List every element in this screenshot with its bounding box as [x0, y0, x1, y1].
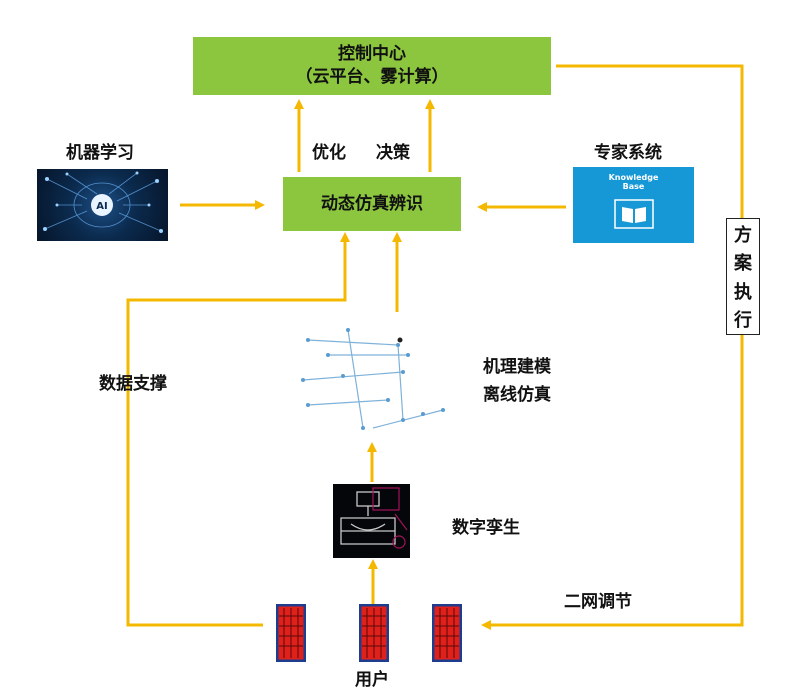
optimize-label: 优化 — [312, 143, 346, 163]
building-icon — [432, 604, 462, 662]
control-center-box: 控制中心 （云平台、雾计算） — [193, 37, 551, 95]
mechanism-modeling-label: 机理建模 — [483, 357, 551, 377]
book-icon — [613, 199, 654, 229]
digital-twin-image — [333, 484, 410, 558]
control-center-title: 控制中心 — [338, 44, 406, 65]
exec-char-1: 方 — [734, 225, 752, 247]
machine-learning-image: AI — [37, 169, 168, 241]
data-support-line — [126, 232, 350, 627]
knowledge-base-image: Knowledge Base — [573, 167, 694, 243]
machine-learning-label: 机器学习 — [66, 143, 134, 163]
regulation-line — [481, 333, 744, 630]
plan-execution-box: 方 案 执 行 — [726, 218, 760, 335]
kb-line2: Base — [622, 182, 645, 191]
expert-system-label: 专家系统 — [594, 143, 662, 163]
brain-network-icon: AI — [43, 171, 163, 233]
pipe-network-model — [301, 328, 445, 430]
ai-badge-text: AI — [96, 201, 107, 212]
network-regulation-label: 二网调节 — [564, 592, 632, 612]
exec-char-3: 执 — [734, 281, 752, 303]
decision-label: 决策 — [376, 143, 410, 163]
user-label: 用户 — [355, 670, 389, 690]
control-center-subtitle: （云平台、雾计算） — [295, 67, 449, 87]
feedback-line — [556, 64, 744, 218]
kb-line1: Knowledge — [608, 173, 659, 182]
exec-char-4: 行 — [734, 309, 752, 331]
building-icon — [276, 604, 306, 662]
data-support-label: 数据支撑 — [99, 374, 167, 394]
exec-char-2: 案 — [734, 253, 752, 275]
flowmeter-icon — [340, 487, 408, 549]
digital-twin-label: 数字孪生 — [452, 518, 520, 538]
dynamic-sim-label: 动态仿真辨识 — [321, 193, 423, 214]
building-icon — [359, 604, 389, 662]
dynamic-sim-box: 动态仿真辨识 — [283, 177, 461, 231]
offline-sim-label: 离线仿真 — [483, 385, 551, 405]
